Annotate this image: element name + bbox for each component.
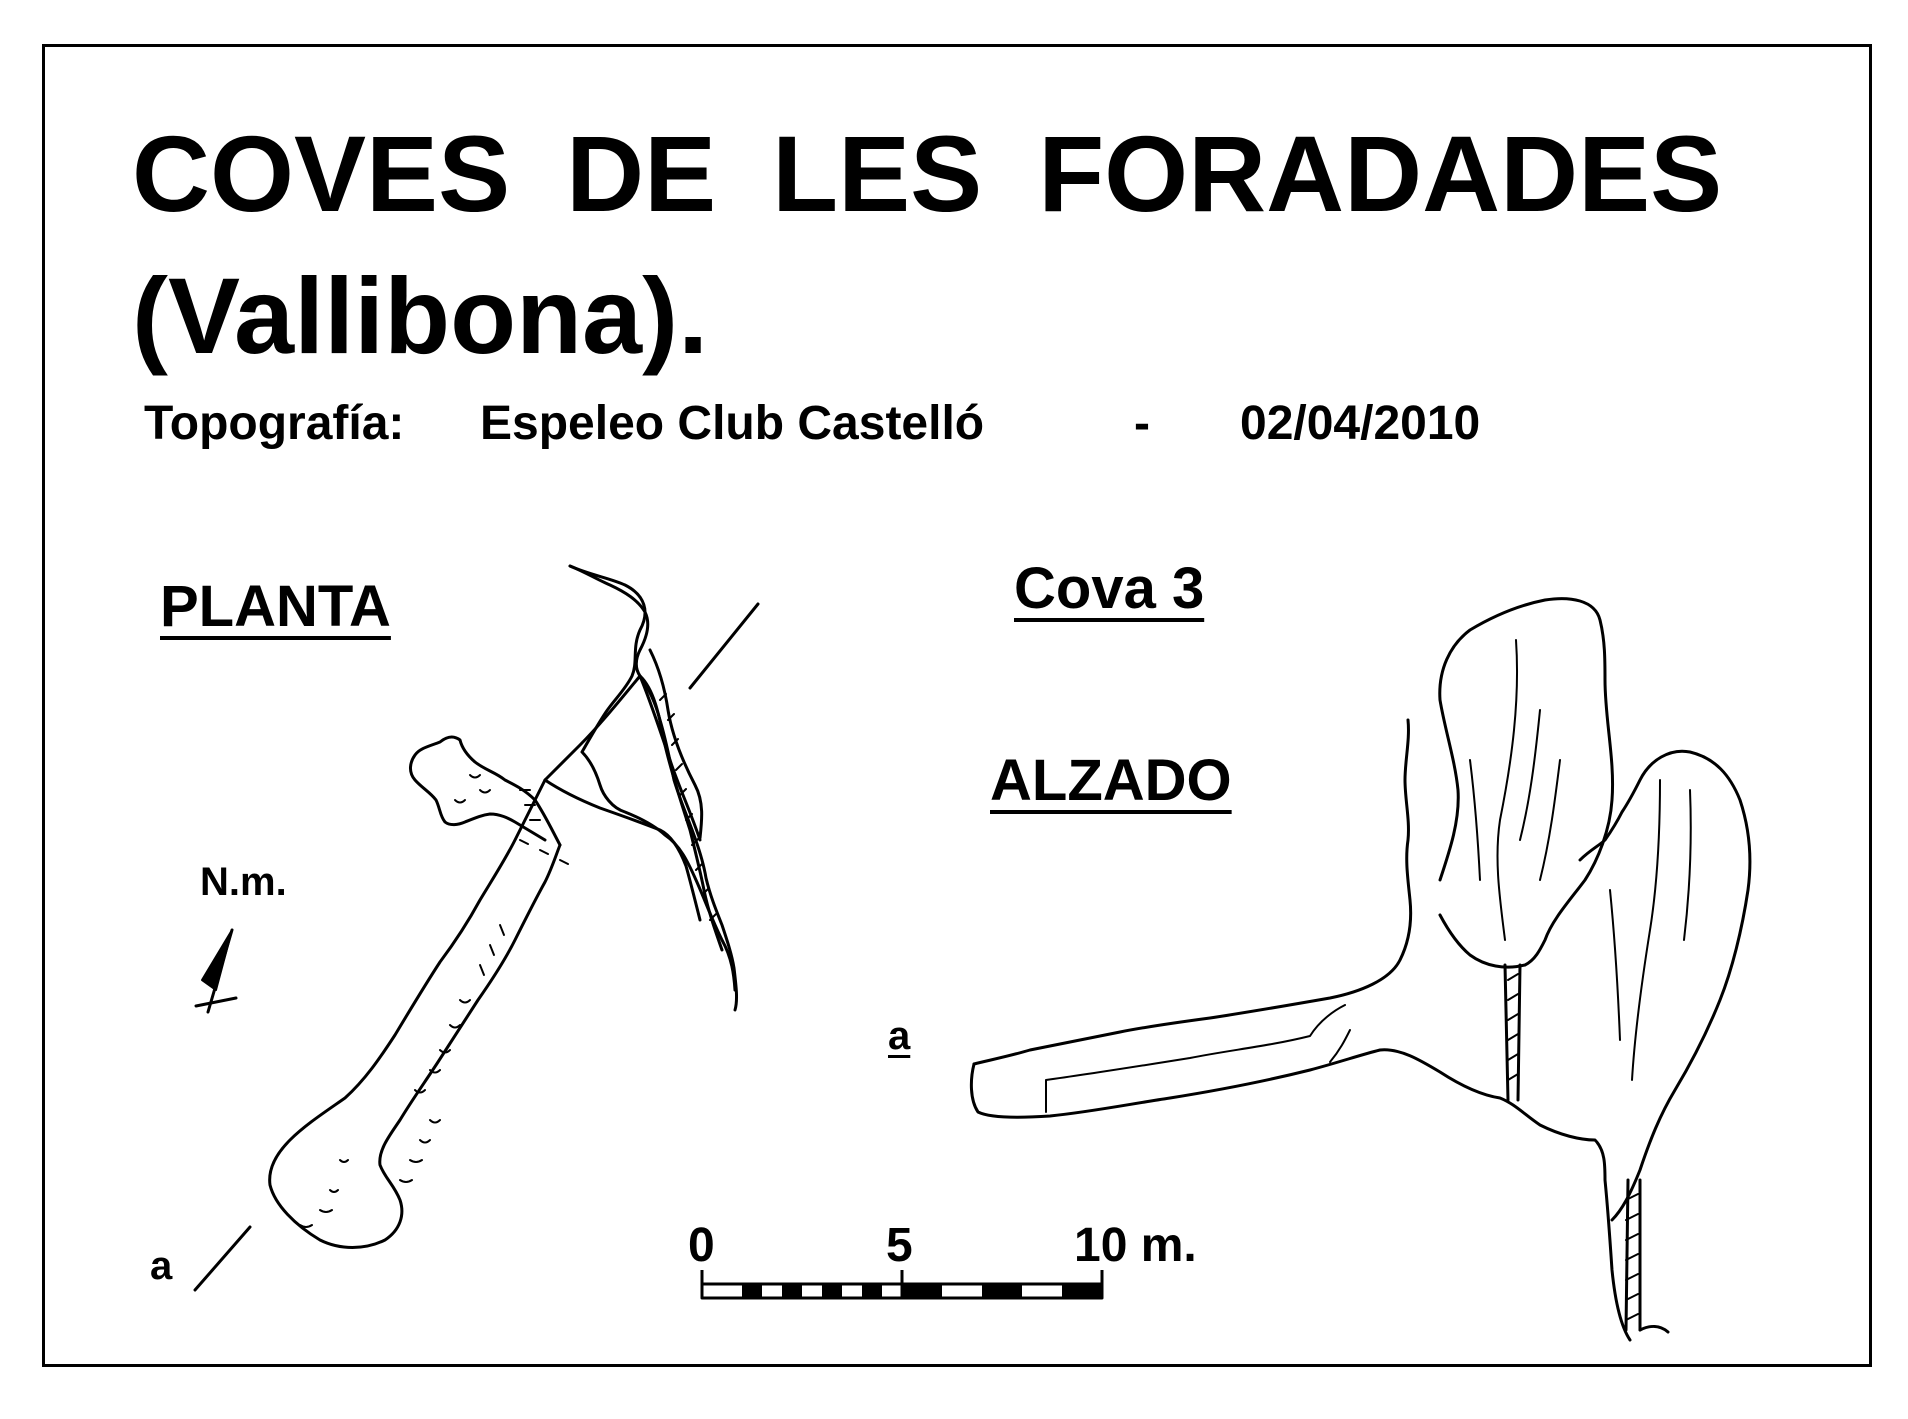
plan-section-line-ne — [688, 602, 760, 690]
elevation-shaft-1 — [1503, 963, 1522, 1102]
plan-view — [193, 564, 760, 1292]
map-frame — [42, 44, 1872, 1367]
plan-section-line-sw — [193, 1225, 252, 1292]
scale-tick-label: 0 — [688, 1219, 715, 1272]
title-word: DE — [566, 113, 717, 234]
elevation-heading: ALZADO — [990, 748, 1232, 813]
credit-date: 02/04/2010 — [1240, 397, 1481, 450]
elevation-view — [969, 597, 1752, 1342]
plan-north-annex — [409, 735, 562, 847]
scale-tick-label: 5 — [886, 1219, 913, 1272]
plan-section-label: a — [150, 1244, 173, 1288]
cave-name: Cova 3 — [1014, 556, 1205, 621]
elevation-chamber-2-detail — [1609, 779, 1692, 1081]
title-word: LES — [772, 113, 983, 234]
north-arrow-icon — [194, 928, 238, 1014]
map-title-line-2: (Vallibona). — [132, 255, 709, 376]
credit-label: Topografía: — [144, 397, 405, 450]
elevation-passage-floor — [969, 1048, 1632, 1342]
title-word: COVES — [132, 113, 511, 234]
magnetic-north-label: N.m. — [200, 860, 287, 904]
credit-separator: - — [1134, 397, 1150, 450]
credit-author: Espeleo Club Castelló — [480, 397, 985, 450]
plan-floor-details — [299, 693, 717, 1228]
scale-bar-ticks — [700, 1270, 1104, 1298]
plan-cave-outline — [351, 565, 648, 789]
title-word: FORADADES — [1038, 113, 1723, 234]
elevation-chamber-1-detail — [1469, 639, 1561, 941]
plan-entrance-wall — [568, 564, 650, 678]
plan-heading: PLANTA — [160, 574, 391, 639]
elevation-upper-chamber-1 — [1438, 597, 1615, 969]
scale-tick-label: 10 m. — [1074, 1219, 1197, 1272]
elevation-passage-detail — [1045, 1004, 1351, 1113]
plan-southeast-wall — [638, 674, 739, 1012]
elevation-passage-outline — [972, 718, 1413, 1066]
elevation-upper-chamber-2 — [1578, 749, 1752, 1222]
plan-passage-outline — [268, 778, 562, 1249]
scale-bar-segments — [742, 1284, 1102, 1298]
plan-chamber-outline — [568, 564, 737, 992]
plan-large-chamber — [543, 674, 702, 922]
elevation-shaft-2 — [1624, 1178, 1642, 1332]
elevation-section-label: a — [888, 1014, 911, 1058]
plan-chamber-east-wall — [638, 674, 724, 952]
